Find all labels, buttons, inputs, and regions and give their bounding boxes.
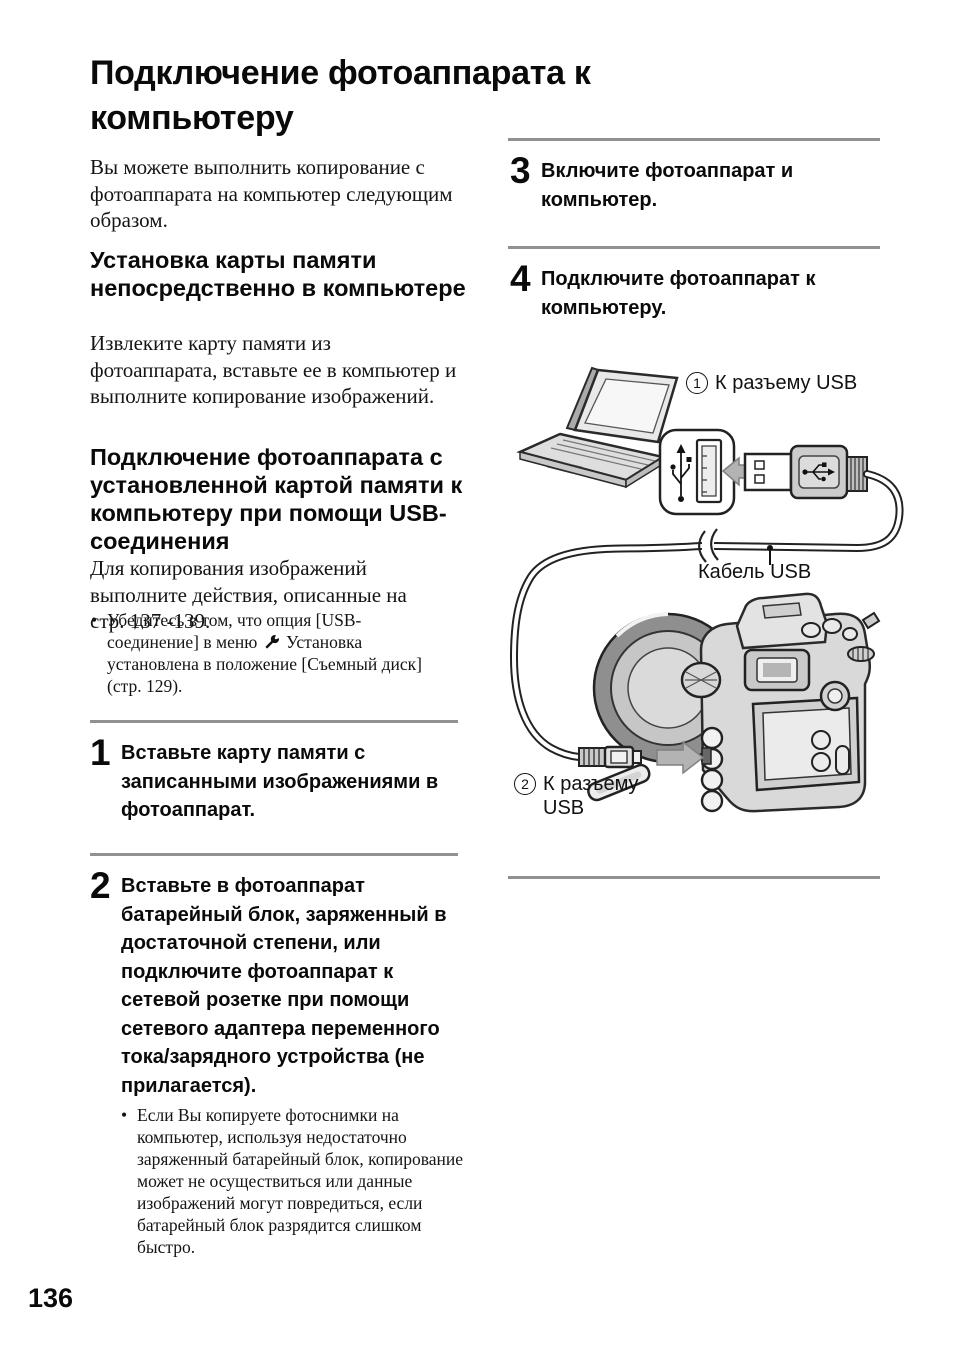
step-4: 4 Подключите фотоаппарат к компьютеру. — [510, 258, 880, 322]
usb-trident-icon — [802, 462, 835, 482]
step-2: 2 Вставьте в фотоаппарат батарейный блок… — [90, 865, 462, 1100]
step-1-number: 1 — [90, 732, 111, 773]
section-body-memory-card: Извлеките карту памяти из фотоаппарата, … — [90, 331, 457, 408]
step-4-text: Подключите фотоаппарат к компьютеру. — [541, 268, 816, 319]
step3-divider — [508, 138, 880, 141]
circled-number-2: 2 — [514, 773, 536, 795]
battery-warning-text: Если Вы копируете фотоснимки на компьюте… — [137, 1105, 464, 1257]
page-title: Подключение фотоаппарата к компьютеру — [90, 53, 591, 137]
figure-callout-1: 1 К разъему USB — [686, 371, 857, 395]
usb-plug — [743, 444, 868, 500]
bullet-glyph: • — [91, 610, 98, 630]
step-1: 1 Вставьте карту памяти с записанными из… — [90, 732, 462, 825]
section-heading-usb-connection: Подключение фотоаппарата с установленной… — [90, 443, 463, 554]
intro-paragraph: Вы можете выполнить копирование с фотоап… — [90, 155, 453, 232]
step-1-text: Вставьте карту памяти с записанными изоб… — [121, 742, 439, 821]
step-2-text: Вставьте в фотоаппарат батарейный блок, … — [121, 875, 447, 1097]
section-heading-memory-card: Установка карты памяти непосредственно в… — [90, 246, 466, 301]
step1-divider — [90, 720, 458, 723]
step-2-number: 2 — [90, 865, 111, 906]
usb-cable — [509, 470, 904, 761]
figure-callout-2-line1: К разъему — [543, 773, 639, 795]
page-number: 136 — [28, 1283, 74, 1313]
step-3-number: 3 — [510, 150, 531, 191]
step2-divider — [90, 853, 458, 856]
step4-divider — [508, 246, 880, 249]
circled-number-1: 1 — [686, 372, 708, 394]
usb-port-callout — [658, 428, 736, 516]
mini-usb-plug — [578, 745, 642, 769]
insert-arrow-camera — [656, 740, 705, 775]
laptop-illustration — [516, 366, 679, 489]
figure-callout-2-label: К разъему USB — [543, 772, 639, 820]
figure-callout-2: 2 К разъему USB — [514, 772, 639, 820]
bullet-glyph: • — [121, 1105, 128, 1125]
usb-setup-note-text-part1: Убедитесь в том, что опция [USB-соединен… — [107, 610, 362, 652]
cable-label: Кабель USB — [698, 561, 812, 583]
section-body-usb-connection: Для копирования изображений выполните де… — [90, 556, 407, 633]
camera-illustration — [587, 592, 881, 813]
figure-callout-1-label: К разъему USB — [715, 372, 858, 394]
figure-callout-2-line2: USB — [543, 797, 585, 819]
step-4-number: 4 — [510, 258, 531, 299]
usb-connection-illustration — [509, 366, 904, 813]
usb-trident-icon — [670, 444, 692, 502]
figure-bottom-divider — [508, 876, 880, 879]
step-3-text: Включите фотоаппарат и компьютер. — [541, 160, 794, 211]
usb-setup-note-text-part2: Установка установлена в положение [Съемн… — [107, 632, 422, 696]
usb-setup-note: • Убедитесь в том, что опция [USB-соедин… — [90, 609, 437, 697]
wrench-icon — [265, 635, 279, 649]
battery-warning-note: • Если Вы копируете фотоснимки на компью… — [120, 1104, 482, 1258]
port-cover-flap — [587, 763, 651, 802]
step-3: 3 Включите фотоаппарат и компьютер. — [510, 150, 880, 214]
